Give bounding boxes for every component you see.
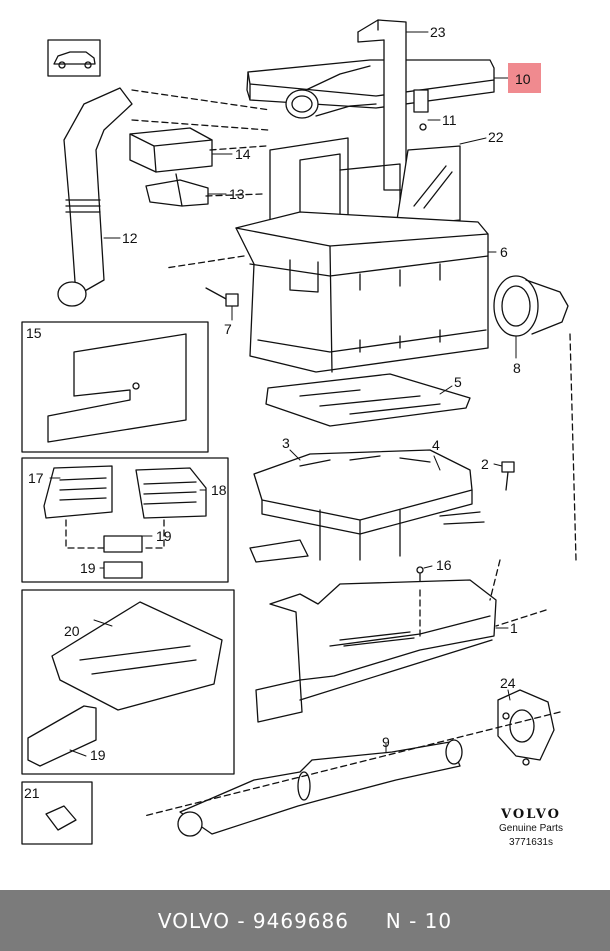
footer-bar: VOLVO - 9469686 N - 10 (0, 890, 610, 951)
footer-brand: VOLVO (157, 908, 230, 933)
callout-13: 13 (229, 186, 245, 202)
callout-19-a: 19 (156, 528, 172, 544)
callout-6: 6 (500, 244, 508, 260)
footer-part-number: 9469686 (252, 908, 349, 933)
footer-position: N - 10 (385, 908, 453, 933)
callout-17: 17 (28, 470, 44, 486)
footer-gap (349, 909, 386, 933)
footer-separator: - (229, 908, 253, 933)
callout-1: 1 (510, 620, 518, 636)
callout-8: 8 (513, 360, 521, 376)
callout-16: 16 (436, 557, 452, 573)
callout-11: 11 (442, 112, 457, 128)
part-13-clip (145, 173, 209, 207)
volvo-logo: VOLVO (500, 807, 561, 822)
box-20 (21, 589, 235, 775)
air-cleaner-lid (246, 59, 495, 119)
callout-15: 15 (26, 325, 42, 341)
air-cleaner-housing (235, 211, 489, 373)
part-14-block (129, 127, 213, 173)
callout-23: 23 (430, 24, 446, 40)
callout-14: 14 (235, 146, 251, 162)
callout-9: 9 (382, 734, 390, 750)
callout-3: 3 (282, 435, 290, 451)
connector-24 (497, 689, 555, 766)
hose-9 (177, 739, 463, 837)
box-17-19 (21, 457, 229, 583)
callout-4: 4 (432, 437, 440, 453)
callout-21: 21 (24, 785, 40, 801)
relay-block (249, 449, 485, 563)
bracket-22 (395, 145, 461, 227)
grommet-8 (493, 275, 569, 337)
highlight-box (508, 63, 541, 93)
callout-12: 12 (122, 230, 138, 246)
callout-18: 18 (211, 482, 227, 498)
bolt-2 (501, 461, 515, 491)
callout-20: 20 (64, 623, 80, 639)
car-icon (47, 39, 101, 77)
plate-5 (265, 373, 471, 427)
callout-10: 10 (515, 71, 531, 87)
bolt-7 (205, 287, 239, 307)
callout-19-b: 19 (80, 560, 96, 576)
box-15 (21, 321, 209, 453)
lower-tray-1 (255, 579, 497, 723)
diagram-code: 3771631s (509, 837, 553, 848)
box-21 (21, 781, 93, 845)
clip-11 (413, 89, 429, 131)
callout-5: 5 (454, 374, 462, 390)
callout-19-c: 19 (90, 747, 106, 763)
callout-7: 7 (224, 321, 232, 337)
callout-22: 22 (488, 129, 504, 145)
intake-hose-12 (57, 87, 133, 307)
genuine-parts-label: Genuine Parts (499, 823, 563, 834)
parts-diagram: 1 2 3 4 5 6 7 8 9 10 11 12 13 14 15 16 1… (21, 19, 577, 848)
callout-24: 24 (500, 675, 516, 691)
callout-2: 2 (481, 456, 489, 472)
